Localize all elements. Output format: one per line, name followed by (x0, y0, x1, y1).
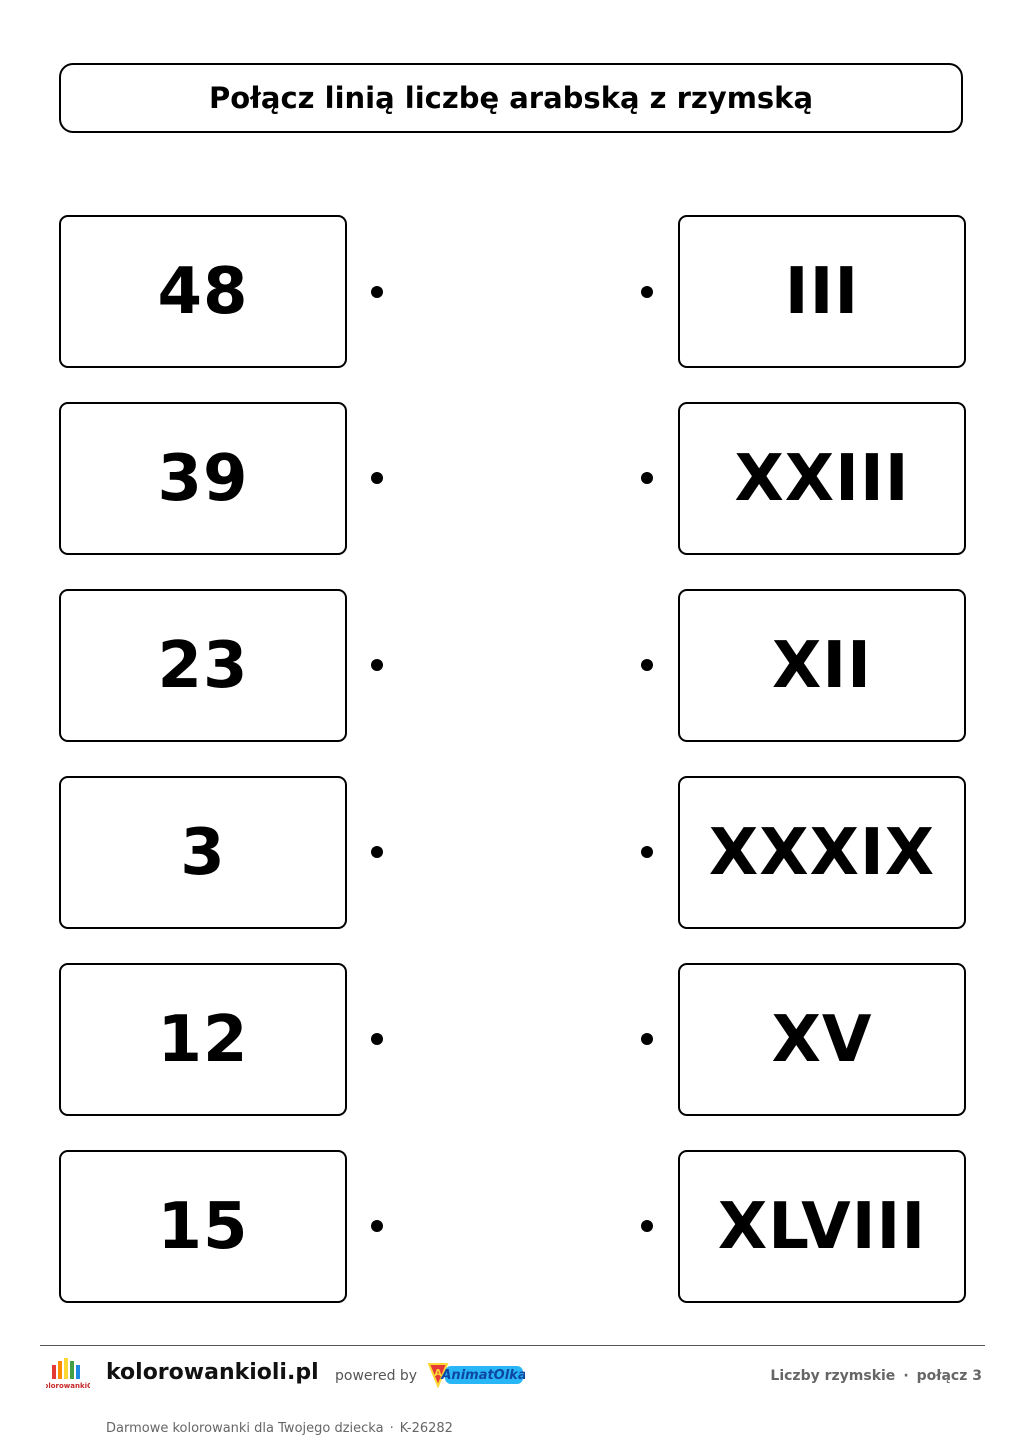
brand-name[interactable]: kolorowankioli.pl (106, 1360, 319, 1385)
arabic-number-card: 23 (59, 589, 347, 742)
partner-logo-text: AnimatOlka (440, 1368, 525, 1383)
roman-number-card: XXIII (678, 402, 966, 555)
arabic-number-card: 12 (59, 963, 347, 1116)
arabic-number-card: 3 (59, 776, 347, 929)
logo-text: KolorowankiOli (46, 1382, 90, 1390)
connect-dot-right[interactable] (641, 659, 653, 671)
separator: · (903, 1368, 909, 1384)
separator: · (389, 1421, 394, 1436)
connect-dot-left[interactable] (371, 1033, 383, 1045)
connect-dot-right[interactable] (641, 1220, 653, 1232)
connect-dot-right[interactable] (641, 846, 653, 858)
roman-number-card: XII (678, 589, 966, 742)
arabic-number-card: 39 (59, 402, 347, 555)
svg-text:AnimatOlka: AnimatOlka (440, 1368, 525, 1383)
animatolka-logo-icon[interactable]: A AnimatOlka (425, 1358, 525, 1390)
connect-dot-right[interactable] (641, 1033, 653, 1045)
page-label: połącz 3 (916, 1368, 982, 1384)
connect-dot-left[interactable] (371, 472, 383, 484)
worksheet-title: Połącz linią liczbę arabską z rzymską (59, 63, 963, 133)
footer-tagline: Darmowe kolorowanki dla Twojego dziecka ·… (106, 1421, 453, 1436)
arabic-number-card: 15 (59, 1150, 347, 1303)
svg-text:A: A (434, 1368, 442, 1379)
connect-dot-right[interactable] (641, 286, 653, 298)
kolorowankioli-logo-icon: KolorowankiOli (46, 1358, 90, 1390)
connect-dot-left[interactable] (371, 1220, 383, 1232)
section-name: Liczby rzymskie (770, 1368, 896, 1384)
roman-number-card: III (678, 215, 966, 368)
connect-dot-left[interactable] (371, 286, 383, 298)
footer-divider (40, 1345, 985, 1346)
roman-number-card: XLVIII (678, 1150, 966, 1303)
svg-text:KolorowankiOli: KolorowankiOli (46, 1382, 90, 1390)
roman-number-card: XXXIX (678, 776, 966, 929)
arabic-number-card: 48 (59, 215, 347, 368)
connect-dot-right[interactable] (641, 472, 653, 484)
footer-page-info: Liczby rzymskie · połącz 3 (770, 1368, 982, 1384)
connect-dot-left[interactable] (371, 846, 383, 858)
roman-number-card: XV (678, 963, 966, 1116)
tagline-text: Darmowe kolorowanki dla Twojego dziecka (106, 1421, 384, 1436)
connect-dot-left[interactable] (371, 659, 383, 671)
worksheet-code: K-26282 (399, 1421, 453, 1436)
powered-by-label: powered by (335, 1368, 418, 1384)
